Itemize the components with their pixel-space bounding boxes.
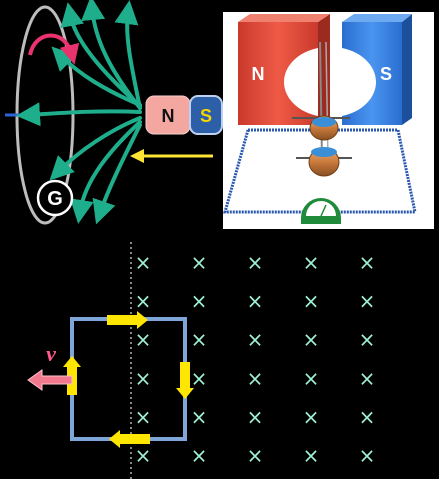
field-cross-mark: × [359, 366, 376, 390]
field-cross-mark: × [359, 405, 376, 429]
galvanometer: G [36, 179, 74, 217]
field-cross-mark: × [191, 444, 208, 468]
conductor-magnet-panel: N S [223, 12, 434, 229]
field-line [60, 2, 142, 108]
velocity-arrow [27, 369, 73, 391]
current-arrow-top [107, 311, 148, 329]
field-cross-mark: × [303, 366, 320, 390]
galvanometer-icon [301, 198, 341, 224]
field-line [16, 102, 142, 127]
conducting-loop [70, 317, 187, 441]
field-lines [16, 0, 142, 225]
field-cross-mark: × [359, 328, 376, 352]
magnet-south-label: S [200, 106, 212, 126]
field-cross-mark: × [135, 328, 152, 352]
field-cross-mark: × [191, 405, 208, 429]
bar-magnet: N S [145, 95, 223, 135]
magnet-motion-arrow [130, 149, 213, 163]
field-cross-mark: × [191, 289, 208, 313]
induced-current-arrow [28, 33, 80, 65]
field-cross-mark: × [247, 366, 264, 390]
rail-frame [223, 128, 417, 214]
field-cross-mark: × [359, 444, 376, 468]
field-line [92, 123, 142, 225]
field-cross-mark: × [247, 289, 264, 313]
field-cross-mark: × [359, 251, 376, 275]
field-cross-mark: × [303, 251, 320, 275]
south-pole [189, 95, 223, 135]
velocity-label: v [46, 341, 56, 366]
field-cross-mark: × [135, 251, 152, 275]
loop-field-panel: × × × × × × × × × × × × × × × × × × × × × × × × × × × × × × v [27, 242, 376, 479]
horseshoe-north-label: N [252, 64, 265, 84]
field-cross-mark: × [303, 328, 320, 352]
field-cross-mark: × [247, 328, 264, 352]
conductor-rod [292, 115, 352, 177]
field-line [49, 116, 142, 181]
field-cross-mark: × [191, 328, 208, 352]
horseshoe-magnet: N S [238, 14, 412, 125]
field-cross-mark: × [135, 289, 152, 313]
current-arrow-bottom [109, 430, 150, 448]
current-arrow-right [176, 362, 194, 399]
galvanometer-label: G [47, 188, 63, 210]
field-cross-mark: × [303, 289, 320, 313]
magnetic-field-grid: × × × × × × × × × × × × × × × × × × × × × × × × × × × × × × [135, 251, 376, 468]
field-cross-mark: × [135, 405, 152, 429]
field-cross-mark: × [247, 251, 264, 275]
field-cross-mark: × [247, 405, 264, 429]
field-cross-mark: × [303, 444, 320, 468]
current-arrows [63, 311, 194, 448]
magnet-north-label: N [162, 106, 175, 126]
field-cross-mark: × [191, 366, 208, 390]
field-cross-mark: × [247, 444, 264, 468]
field-cross-mark: × [303, 405, 320, 429]
field-line [70, 120, 142, 224]
field-cross-mark: × [191, 251, 208, 275]
horseshoe-south-label: S [380, 64, 392, 84]
field-cross-mark: × [135, 444, 152, 468]
coil-magnet-panel: N S G [5, 0, 223, 225]
field-cross-mark: × [359, 289, 376, 313]
field-cross-mark: × [135, 366, 152, 390]
field-line [114, 0, 142, 110]
